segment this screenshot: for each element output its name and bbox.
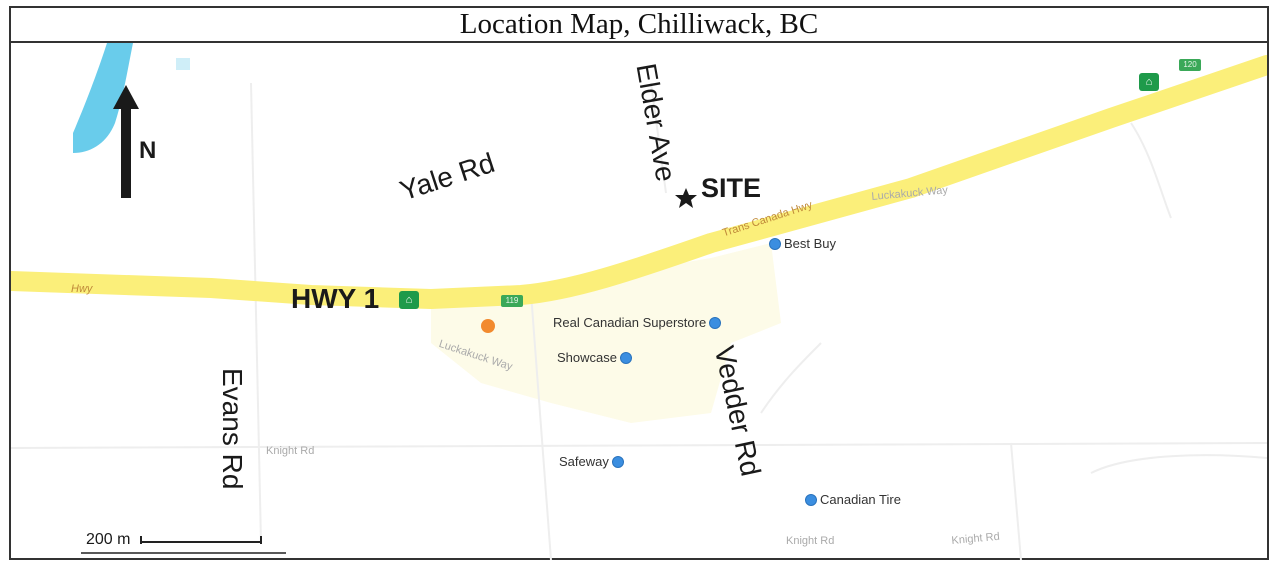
poi-label: Real Canadian Superstore xyxy=(553,315,707,330)
hwy1-label: HWY 1 xyxy=(291,283,380,314)
north-arrow xyxy=(113,85,139,198)
minor-road xyxy=(1090,454,1267,474)
poi-safeway[interactable]: Safeway xyxy=(559,454,624,469)
minor-road xyxy=(250,82,262,544)
map-title: Location Map, Chilliwack, BC xyxy=(11,8,1267,43)
site-star xyxy=(675,188,697,208)
poi-superstore[interactable]: Real Canadian Superstore xyxy=(553,315,722,330)
north-label: N xyxy=(139,137,157,164)
exit-badge-mid: 119 xyxy=(501,295,523,307)
shopping-bag-icon xyxy=(611,455,624,468)
map-canvas[interactable]: N Yale Rd Elder Ave SITE HWY 1 Evans Rd … xyxy=(11,43,1267,560)
shopping-bag-icon xyxy=(619,351,632,364)
shopping-bag-icon xyxy=(805,493,817,506)
poi-label: Best Buy xyxy=(784,236,837,251)
poi-label: Safeway xyxy=(559,454,609,469)
knight-rd-left-label: Knight Rd xyxy=(266,445,315,457)
exit-badge-right: 120 xyxy=(1179,59,1201,71)
minor-road xyxy=(1130,122,1172,219)
poi-showcase[interactable]: Showcase xyxy=(557,350,632,365)
scale-bar xyxy=(81,536,286,554)
site-label: SITE xyxy=(701,173,762,203)
minor-road xyxy=(760,342,822,414)
hwy-left-label: Hwy xyxy=(71,283,93,295)
minor-roads xyxy=(11,82,1267,560)
shopping-bag-icon xyxy=(709,316,722,329)
knight-rd-mid-label: Knight Rd xyxy=(786,535,835,547)
minor-road xyxy=(11,442,1267,449)
map-frame: Location Map, Chilliwack, BC xyxy=(9,6,1269,560)
shopping-bag-icon xyxy=(769,237,781,250)
highway-shield-icon: ⌂ xyxy=(1139,73,1159,91)
gas-station-icon xyxy=(481,319,495,333)
minor-road xyxy=(1010,442,1022,560)
highway-shield-icon: ⌂ xyxy=(399,291,419,309)
poi-label: Showcase xyxy=(557,350,617,365)
water-feature xyxy=(73,43,133,153)
poi-best-buy[interactable]: Best Buy xyxy=(769,236,836,251)
minor-road xyxy=(650,82,667,194)
scale-label: 200 m xyxy=(86,531,131,548)
water-patch xyxy=(176,58,190,70)
evans-rd-label: Evans Rd xyxy=(217,368,248,490)
minor-road xyxy=(530,292,552,560)
commercial-area xyxy=(431,243,781,423)
poi-canadian-tire[interactable]: Canadian Tire xyxy=(805,492,901,507)
poi-label: Canadian Tire xyxy=(820,492,901,507)
